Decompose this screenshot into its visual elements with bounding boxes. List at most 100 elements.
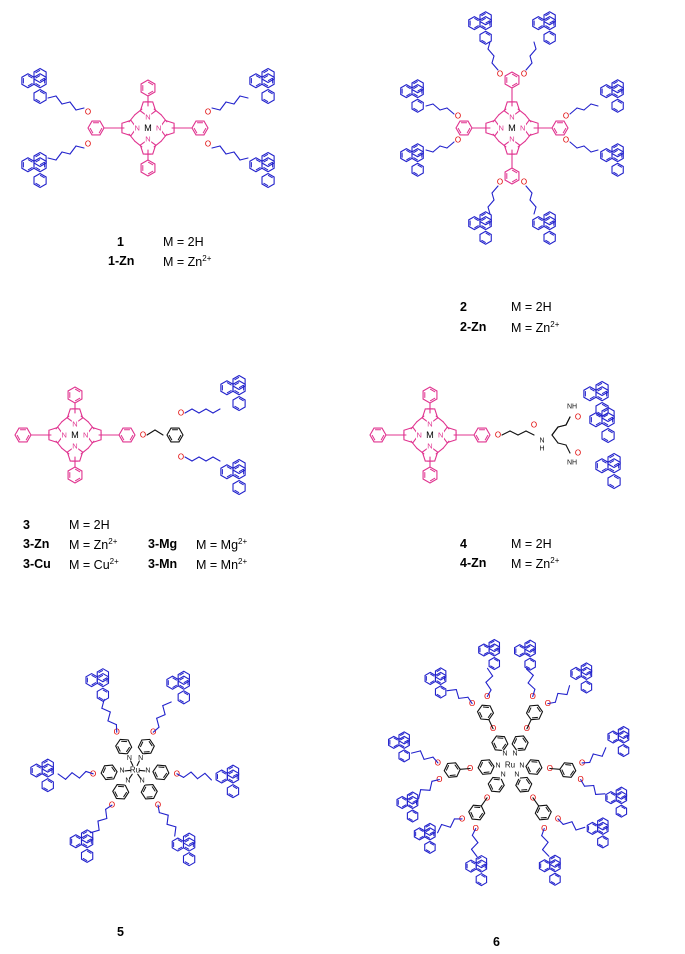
pyrene-2-1-a bbox=[600, 79, 624, 113]
oxygen-atom: O bbox=[531, 421, 537, 430]
pyrene-6-0a2 bbox=[478, 638, 501, 671]
oxygen-atom: O bbox=[178, 453, 184, 462]
compound-label-4-zn: 4-Zn bbox=[460, 556, 487, 570]
structure-compound-5: RuNONONONONONO bbox=[57, 698, 212, 837]
compound-label-3-zn: 3-Zn bbox=[23, 537, 50, 551]
nitrogen-atom: N bbox=[135, 124, 140, 133]
phenyl-top-4 bbox=[422, 386, 438, 404]
pyrene-6-2a1 bbox=[607, 725, 630, 758]
compound-label-3-mn: 3-Mn bbox=[148, 557, 178, 571]
compound-formula-1: M = 2H bbox=[163, 235, 204, 249]
ruthenium-atom: Ru bbox=[130, 766, 140, 775]
amide-hydrogen: H bbox=[539, 446, 544, 453]
nitrogen-atom: N bbox=[145, 768, 150, 775]
pyrene-4-upper bbox=[583, 380, 609, 418]
oxygen-atom: O bbox=[575, 449, 581, 458]
pyrene-5-1b bbox=[30, 758, 54, 793]
phenyl-left-4 bbox=[369, 427, 387, 443]
compound-label-4: 4 bbox=[460, 537, 467, 551]
pyrene-5-0b bbox=[166, 670, 190, 705]
compound-formula-2-zn: M = Zn2+ bbox=[511, 320, 560, 336]
pyrene-2-0-b bbox=[532, 11, 556, 45]
compound-label-5: 5 bbox=[117, 925, 124, 939]
oxygen-atom: O bbox=[563, 112, 569, 121]
pyrene-6-0a1 bbox=[424, 667, 447, 699]
ruthenium-atom: Ru bbox=[505, 761, 515, 770]
compound-formula-3-cu: M = Cu2+ bbox=[69, 557, 119, 573]
metal-center-label: M bbox=[144, 123, 152, 133]
compound-label-2: 2 bbox=[460, 300, 467, 314]
oxygen-atom: O bbox=[455, 136, 461, 145]
structure-compound-6: RuNOOONOOONOOONOOONOOONOOO bbox=[410, 667, 607, 858]
pyrene-6-0b1 bbox=[514, 639, 536, 671]
compound-formula-1-zn: M = Zn2+ bbox=[163, 254, 212, 270]
nitrogen-atom: N bbox=[62, 431, 67, 440]
nitrogen-atom: N bbox=[72, 420, 77, 429]
compound-formula-3-zn: M = Zn2+ bbox=[69, 537, 118, 553]
nitrogen-atom: N bbox=[125, 777, 130, 784]
oxygen-atom: O bbox=[575, 413, 581, 422]
nitrogen-atom: N bbox=[145, 113, 150, 122]
nitrogen-atom: N bbox=[417, 431, 422, 440]
pyrene-2-3-a bbox=[400, 79, 424, 113]
pyrene-5-0a bbox=[85, 668, 110, 702]
pyrene-2-0-a bbox=[468, 11, 492, 45]
nitrogen-atom: N bbox=[140, 777, 145, 784]
pyrene-2-2-a bbox=[468, 211, 492, 245]
nitrogen-atom: N bbox=[127, 755, 132, 762]
oxygen-atom: O bbox=[205, 108, 211, 117]
pyrene-1-left-upper bbox=[21, 67, 47, 105]
pyrene-2-3-b bbox=[400, 143, 424, 177]
pyrene-6-0b2 bbox=[570, 662, 593, 694]
pyrene-5-1a bbox=[69, 829, 94, 864]
nitrogen-atom: N bbox=[120, 768, 125, 775]
oxygen-atom: O bbox=[85, 140, 91, 149]
nitrogen-atom: N bbox=[513, 751, 518, 758]
pyrene-6-2b2 bbox=[538, 854, 561, 886]
amide-nitrogen: N bbox=[539, 438, 544, 445]
pyrene-6-1a2 bbox=[413, 822, 436, 855]
compound-label-1: 1 bbox=[117, 235, 124, 249]
oxygen-atom: O bbox=[521, 70, 527, 79]
pyrene-6-2b1 bbox=[586, 817, 609, 849]
amide-nh: NH bbox=[567, 404, 577, 411]
nitrogen-atom: N bbox=[496, 763, 501, 770]
nitrogen-atom: N bbox=[509, 134, 514, 143]
nitrogen-atom: N bbox=[519, 763, 524, 770]
pyrene-4-lower bbox=[595, 452, 621, 490]
pyrene-1-right-upper bbox=[249, 67, 275, 105]
metal-center-label: M bbox=[426, 430, 434, 440]
compound-formula-2: M = 2H bbox=[511, 300, 552, 314]
mesityl-bottom bbox=[140, 159, 156, 177]
pyrene-3-upper bbox=[220, 374, 246, 412]
nitrogen-atom: N bbox=[501, 771, 506, 778]
oxygen-atom: O bbox=[497, 70, 503, 79]
compound-label-2-zn: 2-Zn bbox=[460, 320, 487, 334]
nitrogen-atom: N bbox=[145, 134, 150, 143]
oxygen-atom: O bbox=[178, 409, 184, 418]
pyrene-6-1a1 bbox=[465, 854, 488, 887]
nitrogen-atom: N bbox=[520, 124, 525, 133]
pyrene-4-middle bbox=[589, 406, 615, 444]
nitrogen-atom: N bbox=[83, 431, 88, 440]
phenyl-right-3 bbox=[118, 427, 136, 443]
amide-nh: NH bbox=[567, 460, 577, 467]
nitrogen-atom: N bbox=[138, 755, 143, 762]
pyrene-2-2-b bbox=[532, 211, 556, 245]
compound-label-1-zn: 1-Zn bbox=[108, 254, 135, 268]
compound-formula-3: M = 2H bbox=[69, 518, 110, 532]
oxygen-atom: O bbox=[563, 136, 569, 145]
pyrene-6-1b2 bbox=[388, 731, 410, 763]
oxygen-atom: O bbox=[205, 140, 211, 149]
pyrene-6-1b1 bbox=[396, 791, 419, 823]
phenyl-left-3 bbox=[14, 427, 32, 443]
oxygen-atom: O bbox=[140, 431, 146, 440]
nitrogen-atom: N bbox=[514, 771, 519, 778]
nitrogen-atom: N bbox=[502, 751, 507, 758]
